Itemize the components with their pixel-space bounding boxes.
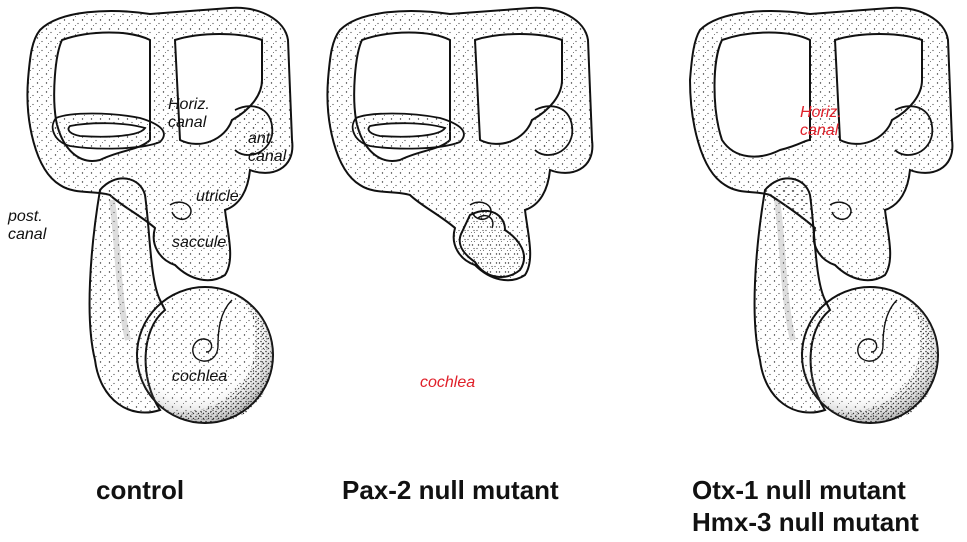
caption-otx1: Otx-1 null mutant: [692, 474, 906, 506]
otx1-mutant-ear-drawing: [690, 8, 952, 423]
label-saccule: saccule: [172, 234, 226, 252]
control-ear-drawing: [27, 8, 292, 423]
label-horiz-canal-control: Horiz. canal: [168, 96, 210, 132]
label-utricle: utricle: [196, 188, 239, 206]
caption-pax2: Pax-2 null mutant: [342, 474, 559, 506]
caption-hmx3: Hmx-3 null mutant: [692, 506, 919, 538]
label-ant-canal: ant. canal: [248, 130, 286, 166]
label-cochlea-control: cochlea: [172, 368, 227, 386]
label-post-canal: post. canal: [8, 208, 46, 244]
label-horiz-canal-otx1: Horiz. canal: [800, 104, 842, 140]
caption-control: control: [96, 474, 184, 506]
pax2-mutant-ear-drawing: [327, 8, 592, 280]
label-cochlea-pax2: cochlea: [420, 374, 475, 392]
